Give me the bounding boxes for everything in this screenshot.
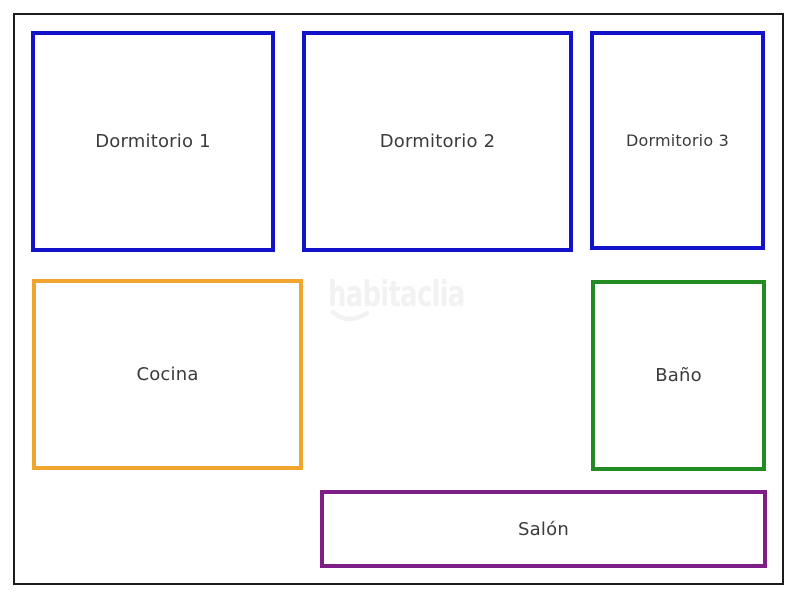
room-label-dormitorio-2: Dormitorio 2 xyxy=(379,131,496,152)
room-label-dormitorio-3: Dormitorio 3 xyxy=(626,131,729,150)
room-label-bano: Baño xyxy=(655,365,702,386)
room-label-cocina: Cocina xyxy=(136,364,199,385)
room-dormitorio-1: Dormitorio 1 xyxy=(31,31,275,252)
room-label-salon: Salón xyxy=(518,518,569,540)
room-dormitorio-3: Dormitorio 3 xyxy=(590,31,765,250)
room-salon: Salón xyxy=(320,490,767,568)
room-bano: Baño xyxy=(591,280,766,471)
room-cocina: Cocina xyxy=(32,279,303,470)
room-label-dormitorio-1: Dormitorio 1 xyxy=(95,131,211,152)
room-dormitorio-2: Dormitorio 2 xyxy=(302,31,573,252)
